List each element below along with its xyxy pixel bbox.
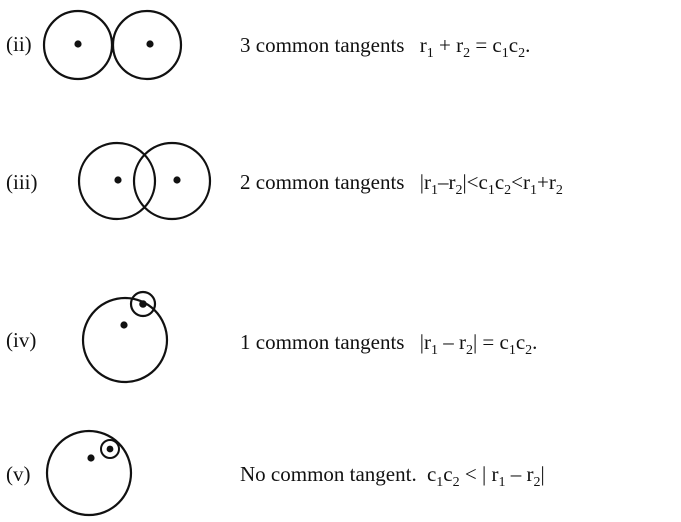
- internally-touching-circles-figure: [81, 290, 169, 384]
- condition-formula: c1c2 < | r1 – r2|: [426, 462, 545, 490]
- circle-one: [77, 141, 157, 221]
- condition-formula: r1 + r2 = c1c2.: [419, 33, 531, 61]
- large-circle: [45, 429, 133, 517]
- small-circle: [100, 439, 120, 459]
- tangent-count-text: 1 common tangents: [240, 330, 405, 354]
- center-dot-one: [74, 40, 82, 48]
- case-iv-statement: 1 common tangents |r1 – r2| = c1c2.: [240, 330, 538, 358]
- center-dot-one: [114, 176, 122, 184]
- tangent-count-text: 3 common tangents: [240, 33, 405, 57]
- intersecting-circles-figure: [77, 141, 212, 221]
- case-ii-statement: 3 common tangents r1 + r2 = c1c2.: [240, 33, 531, 61]
- large-center-dot: [120, 321, 128, 329]
- case-v-label: (v): [6, 462, 31, 486]
- small-circle: [129, 290, 157, 318]
- small-center-dot: [139, 300, 147, 308]
- large-center-dot: [87, 454, 95, 462]
- large-circle: [81, 296, 169, 384]
- center-dot-two: [146, 40, 154, 48]
- tangent-count-text: 2 common tangents: [240, 170, 405, 194]
- case-ii-row: (ii) 3 common tangents r1 + r2 = c1c2.: [0, 0, 681, 90]
- tangent-count-text: No common tangent.: [240, 462, 417, 486]
- case-ii-label: (ii): [6, 32, 32, 56]
- case-iii-statement: 2 common tangents |r1–r2|<c1c2<r1+r2: [240, 170, 563, 198]
- circle-two: [132, 141, 212, 221]
- center-dot-two: [173, 176, 181, 184]
- circle-two: [111, 9, 183, 81]
- case-iii-label: (iii): [6, 170, 38, 194]
- nested-circles-figure: [45, 429, 133, 517]
- case-v-row: (v) No common tangent. c1c2 < | r1 – r2|: [0, 418, 681, 522]
- small-center-dot: [106, 445, 114, 453]
- touching-circles-figure: [42, 9, 183, 81]
- case-iv-label: (iv): [6, 328, 37, 352]
- condition-formula: |r1 – r2| = c1c2.: [419, 330, 538, 358]
- case-iii-row: (iii) 2 common tangents |r1–r2|<c1c2<r1+…: [0, 138, 681, 238]
- case-v-statement: No common tangent. c1c2 < | r1 – r2|: [240, 462, 545, 490]
- case-iv-row: (iv) 1 common tangents |r1 – r2| = c1c2.: [0, 282, 681, 392]
- condition-formula: |r1–r2|<c1c2<r1+r2: [419, 170, 563, 198]
